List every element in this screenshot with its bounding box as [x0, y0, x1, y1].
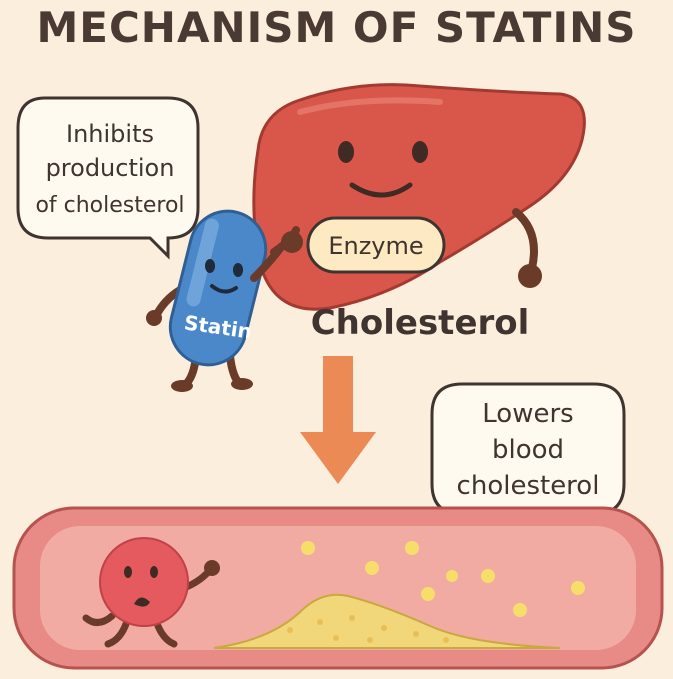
bubble-right-line2: blood	[492, 435, 564, 465]
plaque-deposit	[213, 593, 561, 649]
cholesterol-particles	[301, 541, 585, 617]
bubble-right-line3: cholesterol	[457, 471, 600, 501]
statin-left-eye	[205, 259, 215, 273]
bubble-left-line3: of cholesterol	[35, 193, 184, 218]
page-title: MECHANISM OF STATINS	[36, 3, 637, 52]
liver-right-eye	[412, 141, 428, 163]
down-arrow-icon	[300, 356, 376, 484]
blood-vessel	[12, 506, 664, 670]
bubble-left-line2: production	[46, 154, 175, 182]
liver-right-arm	[512, 208, 538, 272]
speech-bubble-lowers: Lowers blood cholesterol	[430, 382, 626, 547]
bubble-left-line1: Inhibits	[66, 120, 154, 148]
liver-smile	[349, 182, 413, 198]
speech-bubble-inhibits: Inhibits production of cholesterol	[16, 96, 200, 260]
vessel-lumen	[40, 526, 636, 650]
bubble-right-line1: Lowers	[482, 399, 573, 429]
blood-cell-character	[82, 537, 220, 648]
enzyme-badge	[306, 216, 446, 274]
statin-right-eye	[233, 263, 243, 277]
blood-cell-body	[99, 537, 189, 627]
liver-character: Enzyme	[252, 83, 586, 311]
statin-pill-character: Statin	[146, 209, 286, 392]
cholesterol-label: Cholesterol	[311, 303, 530, 343]
liver-left-eye	[338, 141, 354, 163]
enzyme-label: Enzyme	[328, 232, 423, 260]
